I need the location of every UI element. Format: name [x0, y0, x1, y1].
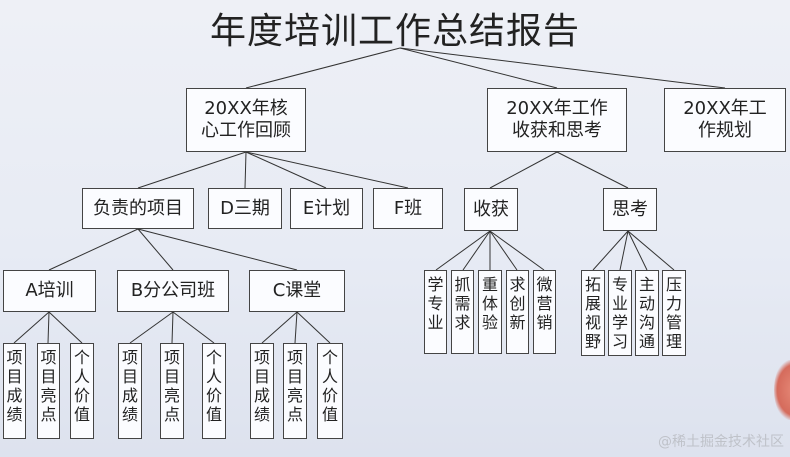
- link-gain-sikao: [556, 151, 629, 189]
- node-responsible-projects: 负责的项目: [82, 188, 194, 229]
- link-review-projects: [137, 151, 247, 189]
- node-e-plan: E计划: [290, 188, 363, 229]
- watermark: @稀土掘金技术社区: [658, 434, 784, 450]
- leaf-c-personal-value: 个人价值: [317, 343, 343, 439]
- node-a-training: A培训: [3, 270, 96, 312]
- leaf-think-3: 主动沟通: [635, 270, 659, 356]
- leaf-a-results: 项目成绩: [3, 343, 26, 439]
- presenter-hand: [774, 360, 790, 420]
- leaf-think-1: 拓展视野: [581, 270, 605, 356]
- link-review-d: [244, 151, 247, 189]
- node-core-review: 20XX年核心工作回顾: [186, 88, 306, 152]
- node-f-class: F班: [373, 188, 443, 229]
- leaf-gain-1: 学专业: [424, 270, 447, 354]
- leaf-c-highlights: 项目亮点: [283, 343, 307, 439]
- leaf-think-2: 专业学习: [608, 270, 632, 356]
- link-root-review: [245, 47, 401, 89]
- leaf-b-results: 项目成绩: [118, 343, 142, 439]
- leaf-a-personal-value: 个人价值: [70, 343, 94, 439]
- link-review-f: [245, 151, 409, 189]
- leaf-think-4: 压力管理: [662, 270, 686, 356]
- link-root-gain: [399, 47, 558, 89]
- leaf-b-highlights: 项目亮点: [160, 343, 184, 439]
- leaf-gain-3: 重体验: [478, 270, 502, 354]
- link-projects-b: [137, 228, 174, 271]
- leaf-a-highlights: 项目亮点: [37, 343, 60, 439]
- leaf-c-results: 项目成绩: [250, 343, 274, 439]
- leaf-gain-2: 抓需求: [451, 270, 474, 354]
- leaf-b-personal-value: 个人价值: [202, 343, 226, 439]
- link-projects-a: [48, 228, 139, 271]
- node-sikao: 思考: [603, 188, 657, 231]
- leaf-gain-5: 微营销: [533, 270, 556, 354]
- node-shouhuo: 收获: [464, 188, 518, 231]
- link-root-plan: [399, 47, 726, 89]
- node-gain-and-thinking: 20XX年工作收获和思考: [487, 88, 627, 152]
- diagram-title: 年度培训工作总结报告: [209, 11, 580, 52]
- node-b-branch-class: B分公司班: [117, 270, 229, 312]
- leaf-gain-4: 求创新: [506, 270, 529, 354]
- node-d-phase3: D三期: [208, 188, 282, 229]
- node-c-classroom: C课堂: [249, 270, 345, 312]
- link-review-e: [245, 151, 327, 189]
- node-work-plan: 20XX年工作规划: [664, 88, 786, 152]
- link-projects-c: [137, 228, 298, 271]
- link-gain-shouhuo: [489, 151, 558, 189]
